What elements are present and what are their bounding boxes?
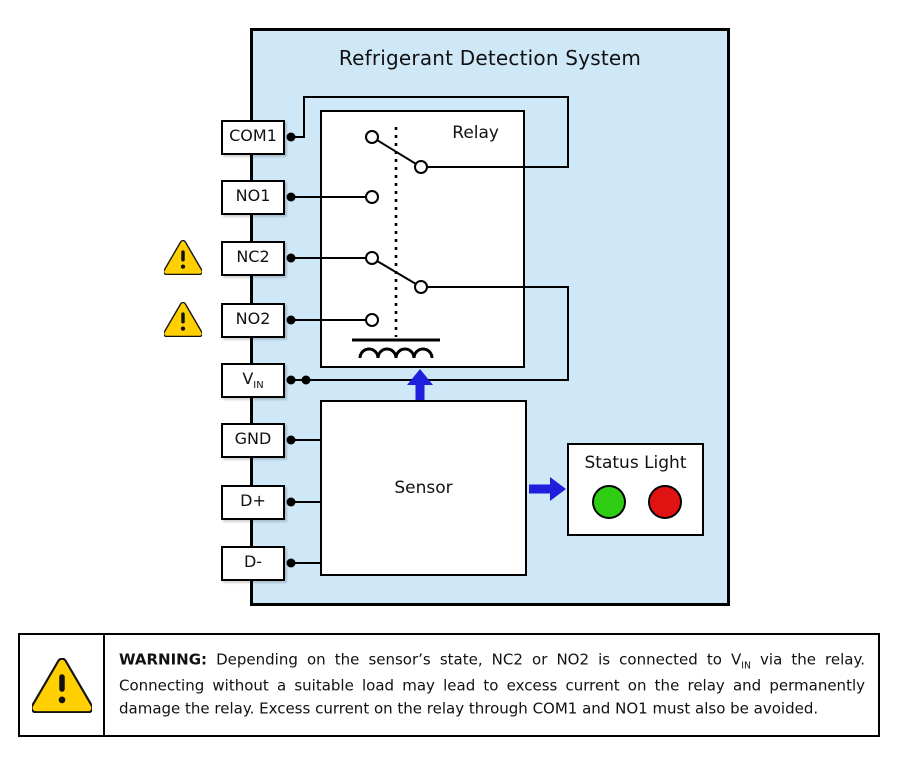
- warning-icon-no2: [164, 302, 202, 337]
- status-light-box: Status Light: [567, 443, 704, 536]
- terminal-nc2: NC2: [221, 241, 285, 276]
- sensor-label: Sensor: [394, 478, 453, 498]
- warning-icon-nc2: [164, 240, 202, 275]
- terminal-com1-label: COM1: [229, 126, 277, 148]
- terminal-vin-text: V: [242, 369, 254, 389]
- system-title: Refrigerant Detection System: [338, 46, 642, 70]
- exclamation-dot: [58, 696, 65, 703]
- terminal-no2-label: NO2: [236, 309, 271, 331]
- terminal-gnd-text: GND: [234, 429, 272, 449]
- warning-prefix: WARNING:: [119, 650, 208, 669]
- terminal-com1: COM1: [221, 120, 285, 155]
- exclamation-bar: [181, 312, 185, 324]
- terminal-dminus-text: D-: [243, 552, 263, 572]
- exclamation-dot: [180, 326, 186, 331]
- warning-icon-large: [31, 657, 92, 713]
- relay-label: Relay: [452, 123, 499, 143]
- warning-panel: WARNING: Depending on the sensor’s state…: [18, 633, 880, 737]
- warning-body-after: via the relay. Connecting without a suit…: [119, 650, 865, 718]
- terminal-com1-text: COM1: [229, 126, 277, 146]
- terminal-dplus-text: D+: [240, 491, 266, 511]
- exclamation-dot: [180, 264, 186, 269]
- terminal-no1: NO1: [221, 180, 285, 215]
- terminal-dminus-label: D-: [244, 552, 262, 574]
- sensor-box: Sensor: [320, 400, 527, 576]
- terminal-nc2-label: NC2: [236, 247, 269, 269]
- terminal-nc2-text: NC2: [236, 247, 270, 267]
- terminal-gnd: GND: [221, 423, 285, 458]
- terminal-no2-text: NO2: [235, 309, 271, 329]
- relay-box: Relay: [320, 110, 525, 368]
- terminal-vin: VIN: [221, 363, 285, 398]
- exclamation-bar: [181, 250, 185, 262]
- terminal-dminus: D-: [221, 546, 285, 581]
- terminal-dplus-label: D+: [240, 491, 266, 513]
- terminal-gnd-label: GND: [235, 429, 272, 451]
- status-light-red: [648, 485, 682, 519]
- terminal-vin-label: VIN: [242, 369, 263, 391]
- warning-text: WARNING: Depending on the sensor’s state…: [119, 648, 865, 721]
- warning-vin-subscript: IN: [741, 660, 751, 672]
- warning-icon-zone: [20, 635, 105, 735]
- warning-body-before: Depending on the sensor’s state, NC2 or …: [207, 650, 742, 669]
- terminal-no2: NO2: [221, 303, 285, 338]
- terminal-no1-text: NO1: [235, 186, 271, 206]
- exclamation-bar: [58, 673, 65, 692]
- status-light-green: [592, 485, 626, 519]
- terminal-dplus: D+: [221, 485, 285, 520]
- terminal-no1-label: NO1: [236, 186, 271, 208]
- terminal-vin-sub: IN: [253, 380, 264, 392]
- status-light-label: Status Light: [584, 453, 687, 473]
